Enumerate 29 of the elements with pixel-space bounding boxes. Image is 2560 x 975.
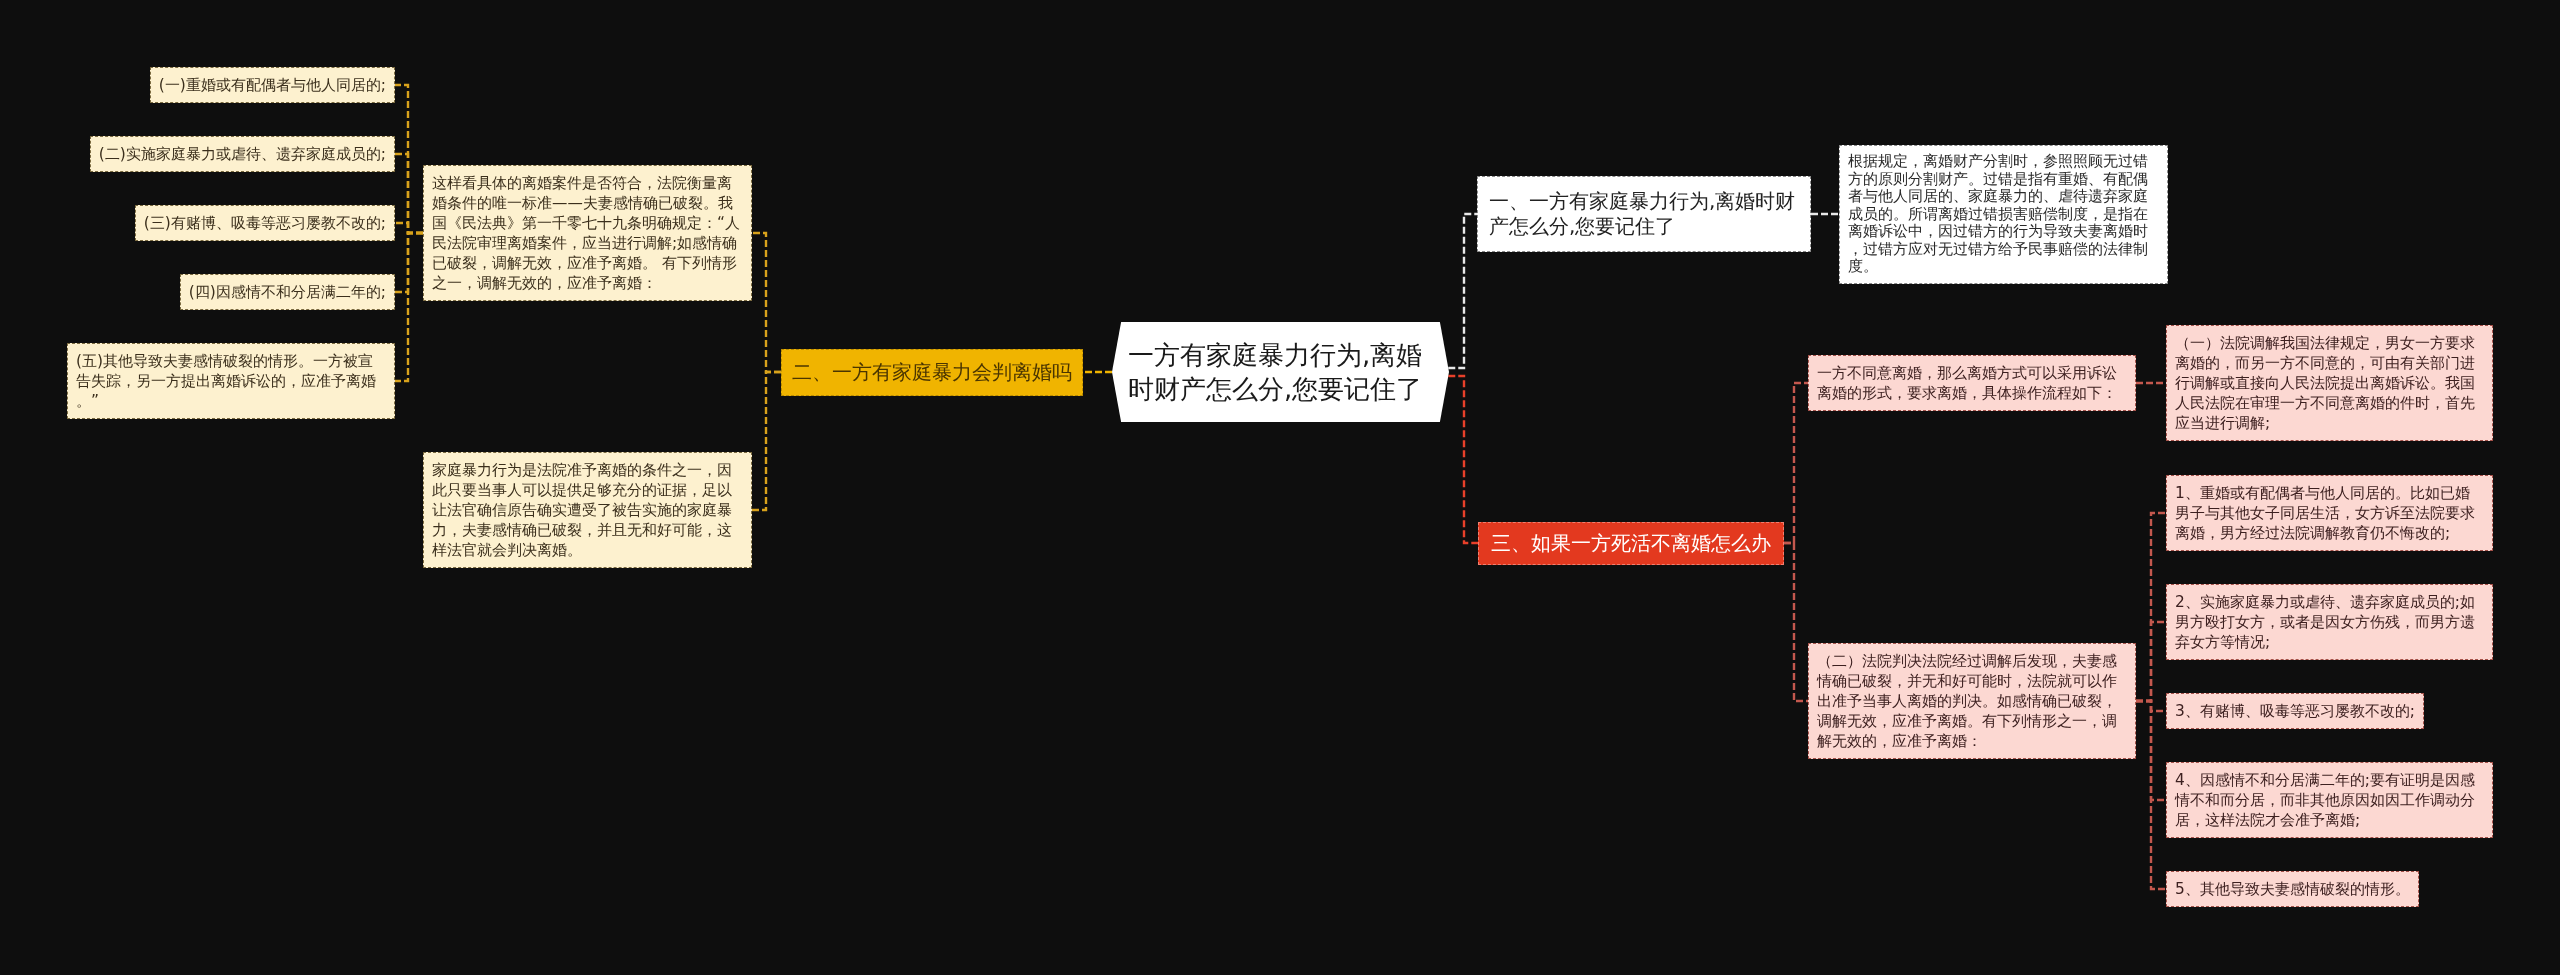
note-box: (五)其他导致夫妻感情破裂的情形。一方被宣告失踪，另一方提出离婚诉讼的，应准予离婚。” [67, 343, 395, 419]
central-topic: 一方有家庭暴力行为,离婚时财产怎么分,您要记住了 [1112, 322, 1449, 422]
connector-line [1448, 374, 1478, 545]
note-box: 2、实施家庭暴力或虐待、遗弃家庭成员的;如男方殴打女方，或者是因女方伤残，而男方遗弃女方等情况; [2166, 584, 2493, 660]
branch-topic-box: 二、一方有家庭暴力会判离婚吗 [781, 349, 1083, 396]
note-box: (二)实施家庭暴力或虐待、遗弃家庭成员的; [89, 136, 395, 172]
branch-topic-box: 三、如果一方死活不离婚怎么办 [1478, 522, 1784, 565]
note-box: （二）法院判决法院经过调解后发现，夫妻感情确已破裂，并无和好可能时，法院就可以作出准予当事人离婚的判决。如感情确已破裂，调解无效，应准予离婚。有下列情形之一，调解无效的，应准予离婚： [1808, 643, 2136, 759]
connector-line [1784, 381, 1808, 703]
note-box: 这样看具体的离婚案件是否符合，法院衡量离婚条件的唯一标准——夫妻感情确已破裂。我国《民法典》第一千零七十九条明确规定：“人民法院审理离婚案件，应当进行调解;如感情确已破裂，调解无效，应准予离婚。 有下列情形之一，调解无效的，应准予离婚： [423, 165, 752, 301]
connector-line [752, 231, 781, 512]
note-box: 根据规定，离婚财产分割时，参照照顾无过错方的原则分割财产。过错是指有重婚、有配偶者与他人同居的、家庭暴力的、虐待遗弃家庭成员的。所谓离婚过错损害赔偿制度，是指在离婚诉讼中，因过错方的行为导致夫妻离婚时，过错方应对无过错方给予民事赔偿的法律制度。 [1839, 145, 2168, 284]
note-box: 1、重婚或有配偶者与他人同居的。比如已婚男子与其他女子同居生活，女方诉至法院要求离婚，男方经过法院调解教育仍不悔改的; [2166, 475, 2493, 551]
note-box: 家庭暴力行为是法院准予离婚的条件之一，因此只要当事人可以提供足够充分的证据，足以让法官确信原告确实遭受了被告实施的家庭暴力，夫妻感情确已破裂，并且无和好可能，这样法官就会判决离婚。 [423, 452, 752, 568]
note-box: (三)有赌博、吸毒等恶习屡教不改的; [134, 205, 395, 241]
connector-line [1448, 212, 1477, 370]
connector-line [1083, 370, 1112, 374]
branch-topic-box: 一、一方有家庭暴力行为,离婚时财产怎么分,您要记住了 [1477, 176, 1811, 252]
connector-line [395, 83, 423, 383]
note-box: (四)因感情不和分居满二年的; [179, 274, 395, 310]
connector-line [2136, 381, 2166, 385]
note-box: 3、有赌博、吸毒等恶习屡教不改的; [2166, 693, 2424, 729]
note-box: 一方不同意离婚，那么离婚方式可以采用诉讼离婚的形式，要求离婚，具体操作流程如下： [1808, 355, 2136, 411]
connector-line [2136, 511, 2166, 891]
note-box: 4、因感情不和分居满二年的;要有证明是因感情不和而分居，而非其他原因如因工作调动分居，这样法院才会准予离婚; [2166, 762, 2493, 838]
connector-line [1811, 212, 1839, 216]
note-box: 5、其他导致夫妻感情破裂的情形。 [2166, 871, 2419, 907]
note-box: （一）法院调解我国法律规定，男女一方要求离婚的，而另一方不同意的，可由有关部门进行调解或直接向人民法院提出离婚诉讼。我国人民法院在审理一方不同意离婚的件时，首先应当进行调解; [2166, 325, 2493, 441]
note-box: (一)重婚或有配偶者与他人同居的; [149, 67, 395, 103]
